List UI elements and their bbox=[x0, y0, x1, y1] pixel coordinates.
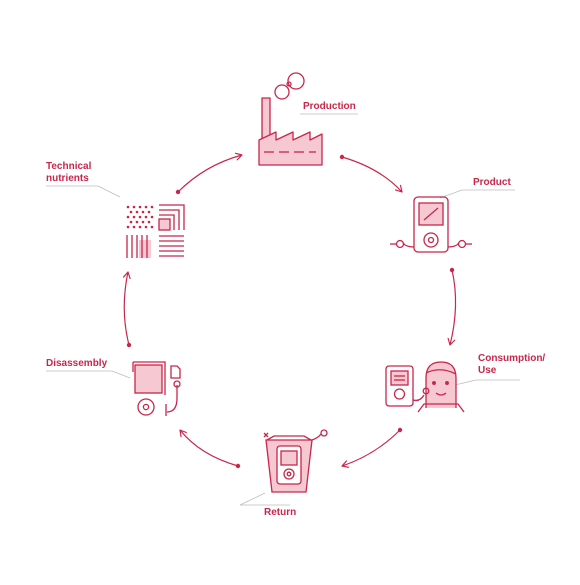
arrow-product-to-consumption bbox=[447, 269, 457, 346]
cycle-arrows bbox=[122, 152, 457, 469]
horizontal-lines-pattern bbox=[159, 235, 184, 257]
material-patterns-icon bbox=[126, 204, 185, 258]
label-technical-nutrients: Technical nutrients bbox=[46, 161, 92, 184]
arrow-production-to-product bbox=[341, 156, 403, 193]
vertical-lines-pattern bbox=[126, 235, 151, 258]
leader-product bbox=[439, 189, 515, 199]
arrow-start-dot bbox=[449, 267, 455, 273]
arrow-start-dot bbox=[339, 154, 345, 160]
leader-return bbox=[239, 492, 290, 506]
corner-lines-pattern bbox=[158, 204, 185, 231]
label-product: Product bbox=[473, 177, 511, 188]
arrow-technical-to-production bbox=[177, 152, 243, 193]
label-leaders bbox=[46, 113, 520, 506]
dots-pattern bbox=[126, 205, 154, 229]
leader-consumption bbox=[454, 379, 520, 386]
arrow-start-dot bbox=[397, 427, 403, 433]
arrow-return-to-disassembly bbox=[179, 429, 239, 467]
arrow-disassembly-to-technical bbox=[122, 271, 131, 346]
return-bag-icon bbox=[263, 429, 328, 493]
arrow-start-dot bbox=[175, 189, 181, 195]
label-return: Return bbox=[264, 507, 297, 518]
media-player-icon bbox=[390, 196, 472, 253]
leader-disassembly bbox=[46, 370, 131, 379]
arrow-consumption-to-return bbox=[341, 429, 401, 468]
disassembled-player-icon bbox=[132, 361, 181, 416]
arrow-start-dot bbox=[126, 342, 132, 348]
label-disassembly: Disassembly bbox=[46, 358, 108, 369]
leader-technical bbox=[46, 185, 121, 198]
factory-icon bbox=[258, 72, 323, 166]
label-consumption-use: Consumption/ Use bbox=[478, 353, 546, 376]
person-with-player-icon bbox=[385, 361, 465, 413]
arrow-start-dot bbox=[235, 463, 241, 469]
label-production: Production bbox=[303, 101, 356, 112]
